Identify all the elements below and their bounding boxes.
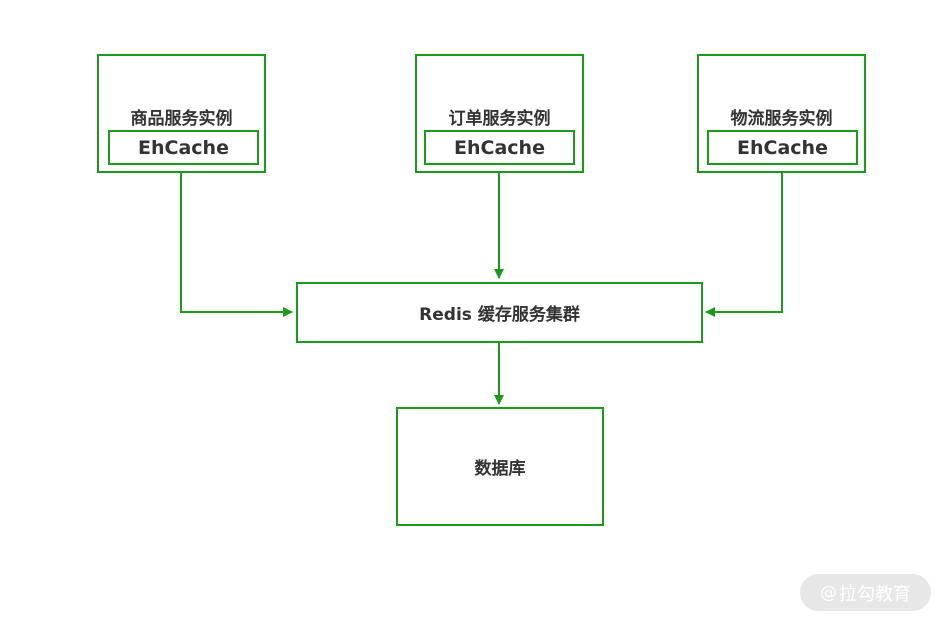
logistics-service-node: 物流服务实例 EhCache (697, 54, 866, 173)
order-ehcache-box: EhCache (424, 130, 575, 165)
edge-product-to-redis (180, 173, 293, 317)
logistics-ehcache-box: EhCache (707, 130, 858, 165)
redis-cluster-label: Redis 缓存服务集群 (419, 305, 580, 325)
product-ehcache-label: EhCache (138, 136, 229, 159)
logistics-ehcache-label: EhCache (737, 136, 828, 159)
order-ehcache-label: EhCache (454, 136, 545, 159)
database-label: 数据库 (474, 459, 526, 479)
edge-logistics-to-redis (705, 173, 783, 317)
database-node: 数据库 (396, 407, 604, 526)
product-ehcache-box: EhCache (108, 130, 259, 165)
at-icon: @ (820, 582, 837, 603)
product-service-node: 商品服务实例 EhCache (97, 54, 266, 173)
watermark-text: 拉勾教育 (839, 583, 911, 605)
redis-cluster-node: Redis 缓存服务集群 (296, 282, 703, 343)
watermark-badge: @ 拉勾教育 (800, 574, 931, 611)
logistics-service-title: 物流服务实例 (730, 109, 833, 129)
product-service-title: 商品服务实例 (130, 109, 233, 129)
order-service-title: 订单服务实例 (448, 109, 551, 129)
order-service-node: 订单服务实例 EhCache (415, 54, 584, 173)
